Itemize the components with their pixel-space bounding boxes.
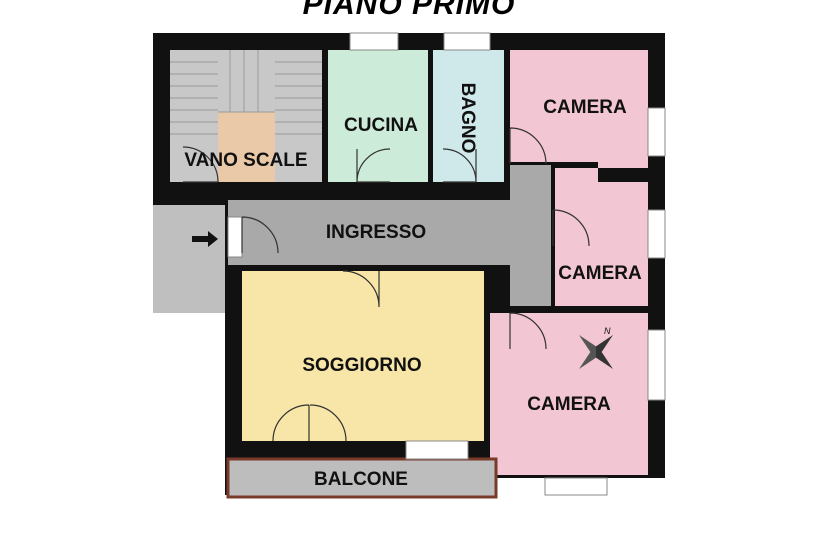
plan-title: PIANO PRIMO [302, 0, 516, 21]
balcone [226, 457, 498, 499]
label-cucina: CUCINA [344, 115, 418, 136]
stairs [170, 50, 322, 182]
camera-room-2 [555, 168, 648, 306]
bagno-room [433, 50, 504, 182]
windows [227, 32, 666, 496]
soggiorno-room [242, 271, 484, 441]
outside-bottom-left [153, 313, 225, 503]
landing-floor [153, 205, 225, 313]
label-soggiorno: SOGGIORNO [302, 355, 421, 376]
camera-room-3 [490, 313, 648, 475]
label-camera-3: CAMERA [527, 394, 611, 415]
label-vano-scale: VANO SCALE [184, 150, 307, 171]
compass-rose-icon [579, 335, 613, 369]
label-bagno: BAGNO [457, 83, 478, 154]
cucina-room [328, 50, 428, 182]
label-camera-1: CAMERA [543, 97, 627, 118]
camera-room-1 [510, 50, 648, 162]
entrance-arrow-icon [192, 231, 218, 247]
label-balcone: BALCONE [314, 469, 408, 490]
label-camera-2: CAMERA [558, 263, 642, 284]
doors [182, 127, 590, 442]
compass-north-label: N [604, 326, 611, 336]
label-ingresso: INGRESSO [326, 222, 426, 243]
ingresso-room [228, 165, 551, 306]
camera-room-2-notch [598, 168, 648, 182]
